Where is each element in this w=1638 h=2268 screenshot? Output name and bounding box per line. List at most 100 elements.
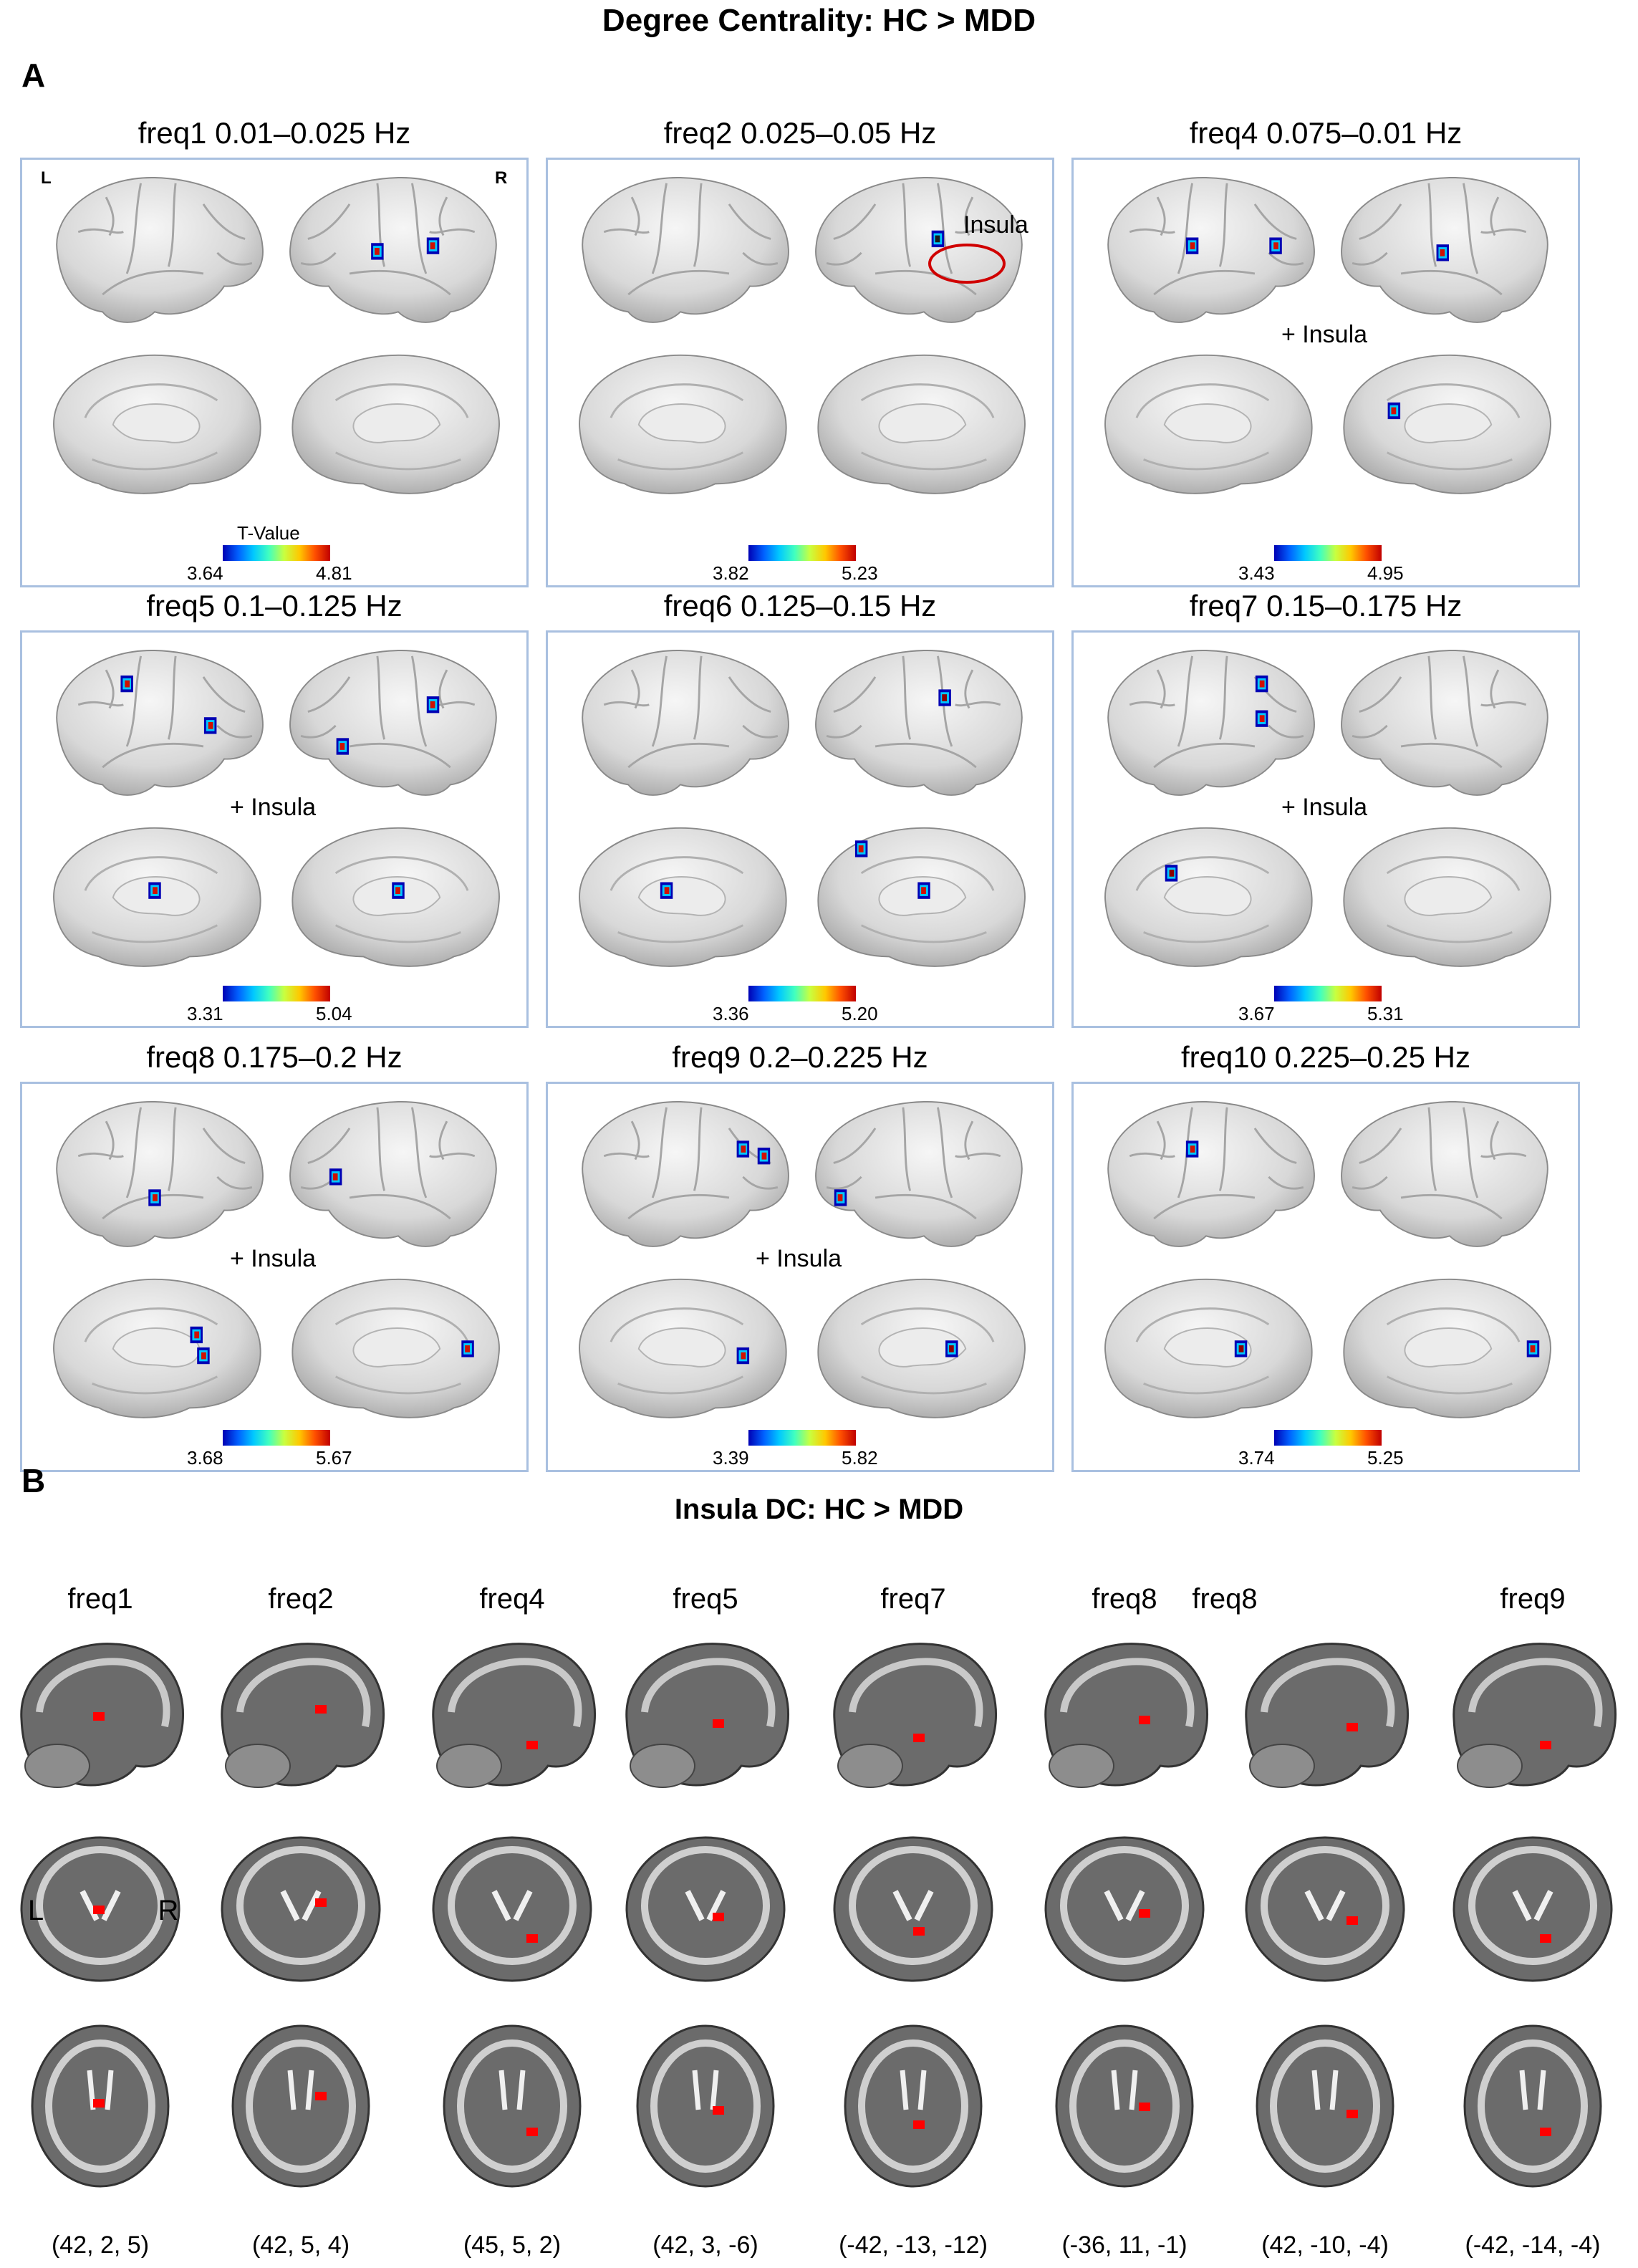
medial-brain-view xyxy=(1331,339,1568,507)
panel-b-letter: B xyxy=(21,1462,46,1499)
colorbar-min: 3.43 xyxy=(1238,562,1275,584)
coronal-mri-slice xyxy=(419,1827,605,2002)
slice-column-label: freq1 xyxy=(67,1583,133,1615)
colorbar-max: 5.20 xyxy=(842,1003,878,1024)
coronal-mri-slice xyxy=(208,1827,394,2002)
medial-brain-view xyxy=(806,339,1042,507)
lateral-brain-view xyxy=(1331,1091,1568,1259)
sagittal-mri-slice xyxy=(1440,1633,1626,1809)
lateral-brain-view xyxy=(1088,1091,1324,1259)
panel-title-5: freq7 0.15–0.175 Hz xyxy=(1189,589,1463,623)
panel-title-6: freq8 0.175–0.2 Hz xyxy=(146,1040,403,1074)
colorbar xyxy=(1274,545,1382,561)
colorbar-min: 3.68 xyxy=(187,1447,223,1469)
lateral-brain-view xyxy=(562,1091,799,1259)
colorbar-max: 4.81 xyxy=(316,562,352,584)
axial-mri-slice xyxy=(7,2020,193,2196)
coronal-mri-slice xyxy=(820,1827,1006,2002)
lateral-brain-view xyxy=(280,167,516,335)
axial-mri-slice xyxy=(1440,2020,1626,2196)
insula-annotation: Insula xyxy=(963,211,1028,239)
lateral-brain-view xyxy=(1331,167,1568,335)
colorbar xyxy=(748,986,856,1001)
panel-title-0: freq1 0.01–0.025 Hz xyxy=(138,116,411,150)
slice-column-label: freq8 xyxy=(1092,1583,1157,1615)
colorbar-min: 3.74 xyxy=(1238,1447,1275,1469)
brain-panel-4: 3.36 5.20 xyxy=(546,630,1054,1028)
medial-brain-view xyxy=(37,1263,273,1431)
axial-mri-slice xyxy=(1232,2020,1418,2196)
slice-column-label: freq2 xyxy=(268,1583,334,1615)
coronal-mri-slice xyxy=(1031,1827,1218,2002)
medial-brain-view xyxy=(1331,812,1568,980)
lateral-brain-view xyxy=(280,640,516,808)
coronal-left-label: L xyxy=(27,1895,44,1926)
mni-coordinate: (45, 5, 2) xyxy=(463,2231,562,2259)
mni-coordinate: (42, -10, -4) xyxy=(1261,2231,1389,2259)
medial-brain-view xyxy=(280,812,516,980)
colorbar-min: 3.67 xyxy=(1238,1003,1275,1024)
slice-column-label: freq7 xyxy=(880,1583,946,1615)
colorbar-max: 5.31 xyxy=(1367,1003,1404,1024)
colorbar-min: 3.82 xyxy=(713,562,749,584)
sagittal-mri-slice xyxy=(1031,1633,1218,1809)
plus-insula-note: + Insula xyxy=(756,1245,842,1272)
sagittal-mri-slice xyxy=(208,1633,394,1809)
left-hemisphere-label: L xyxy=(41,168,52,188)
axial-mri-slice xyxy=(208,2020,394,2196)
panel-a-letter: A xyxy=(21,57,46,94)
brain-panel-5: 3.67 5.31 + Insula xyxy=(1071,630,1580,1028)
colorbar-min: 3.64 xyxy=(187,562,223,584)
axial-mri-slice xyxy=(612,2020,799,2196)
plus-insula-note: + Insula xyxy=(1281,321,1368,348)
sagittal-mri-slice xyxy=(820,1633,1006,1809)
medial-brain-view xyxy=(562,339,799,507)
mni-coordinate: (-36, 11, -1) xyxy=(1061,2231,1187,2259)
panel-title-7: freq9 0.2–0.225 Hz xyxy=(672,1040,928,1074)
colorbar-max: 5.82 xyxy=(842,1447,878,1469)
medial-brain-view xyxy=(1088,1263,1324,1431)
colorbar-max: 5.23 xyxy=(842,562,878,584)
colorbar xyxy=(223,1430,330,1446)
sagittal-mri-slice xyxy=(612,1633,799,1809)
lateral-brain-view xyxy=(806,640,1042,808)
coronal-mri-slice xyxy=(7,1827,193,2002)
colorbar xyxy=(748,545,856,561)
coronal-right-label: R xyxy=(158,1895,179,1926)
coronal-mri-slice xyxy=(1440,1827,1626,2002)
plus-insula-note: + Insula xyxy=(1281,794,1368,821)
lateral-brain-view xyxy=(1088,640,1324,808)
lateral-brain-view xyxy=(562,640,799,808)
lateral-brain-view xyxy=(37,640,273,808)
colorbar xyxy=(223,986,330,1001)
slice-column-label: freq5 xyxy=(673,1583,738,1615)
sagittal-mri-slice xyxy=(419,1633,605,1809)
coronal-mri-slice xyxy=(1232,1827,1418,2002)
plus-insula-note: + Insula xyxy=(230,794,317,821)
colorbar-min: 3.36 xyxy=(713,1003,749,1024)
right-hemisphere-label: R xyxy=(495,168,508,188)
panel-b-title: Insula DC: HC > MDD xyxy=(674,1494,964,1525)
lateral-brain-view xyxy=(37,167,273,335)
lateral-brain-view xyxy=(806,167,1042,335)
brain-panel-6: 3.68 5.67 + Insula xyxy=(20,1082,529,1472)
sagittal-mri-slice xyxy=(7,1633,193,1809)
plus-insula-note: + Insula xyxy=(230,1245,317,1272)
medial-brain-view xyxy=(1088,339,1324,507)
axial-mri-slice xyxy=(1031,2020,1218,2196)
panel-title-1: freq2 0.025–0.05 Hz xyxy=(663,116,937,150)
colorbar-title: T-Value xyxy=(237,522,300,544)
lateral-brain-view xyxy=(1088,167,1324,335)
medial-brain-view xyxy=(280,339,516,507)
medial-brain-view xyxy=(806,812,1042,980)
colorbar-max: 5.67 xyxy=(316,1447,352,1469)
figure-title: Degree Centrality: HC > MDD xyxy=(602,3,1036,38)
lateral-brain-view xyxy=(280,1091,516,1259)
brain-panel-0: 3.64 4.81 T-Value L R xyxy=(20,158,529,587)
panel-title-8: freq10 0.225–0.25 Hz xyxy=(1181,1040,1470,1074)
lateral-brain-view xyxy=(37,1091,273,1259)
sagittal-mri-slice xyxy=(1232,1633,1418,1809)
